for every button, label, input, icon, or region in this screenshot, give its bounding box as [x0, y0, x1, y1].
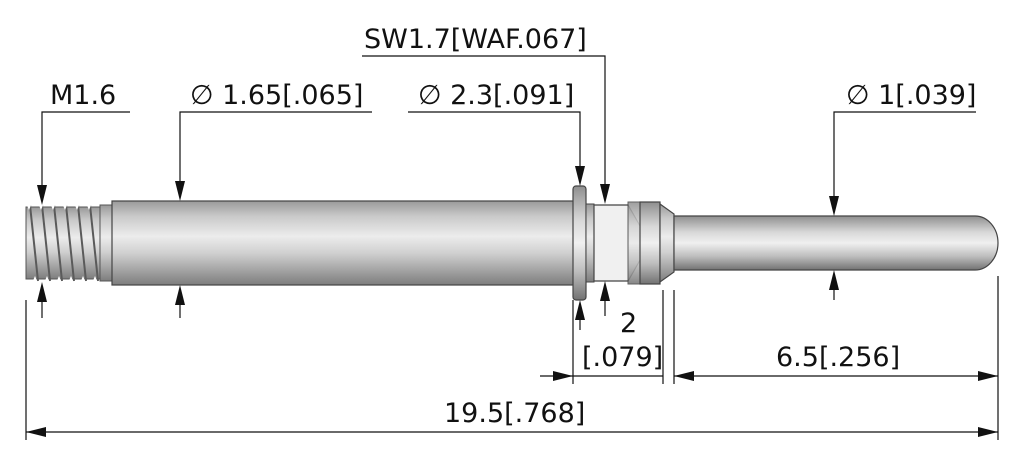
thread-callout: M1.6 — [37, 80, 130, 318]
pin-part — [25, 185, 999, 301]
collar-diameter-callout: ∅ 2.3[.091] — [408, 80, 585, 330]
collar-diameter-label: ∅ 2.3[.091] — [418, 80, 574, 111]
threaded-end — [25, 203, 113, 283]
overall-length-dimension: 19.5[.768] — [25, 300, 998, 440]
tip-length-label: 6.5[.256] — [776, 342, 900, 373]
thread-label: M1.6 — [50, 80, 116, 111]
tip-diameter-label: ∅ 1[.039] — [846, 80, 976, 111]
collar — [572, 185, 587, 301]
shank — [111, 200, 575, 286]
tip-diameter-callout: ∅ 1[.039] — [829, 80, 976, 300]
dimensions: M1.6 ∅ 1.65[.065] ∅ 2.3[.091] SW1.7[WAF.… — [25, 24, 999, 440]
tip — [673, 215, 999, 271]
hex-length-in: [.079] — [582, 342, 663, 373]
wrench-flat-label: SW1.7[WAF.067] — [364, 24, 587, 55]
tip-length-dimension: 6.5[.256] — [673, 276, 999, 440]
overall-length-label: 19.5[.768] — [444, 398, 585, 429]
hex-length-mm: 2 — [620, 308, 637, 339]
hex-length-dimension: 2 [.079] — [540, 290, 664, 384]
shank-diameter-label: ∅ 1.65[.065] — [190, 80, 363, 111]
wrench-flat-callout: SW1.7[WAF.067] — [362, 24, 610, 316]
shank-diameter-callout: ∅ 1.65[.065] — [175, 80, 372, 318]
